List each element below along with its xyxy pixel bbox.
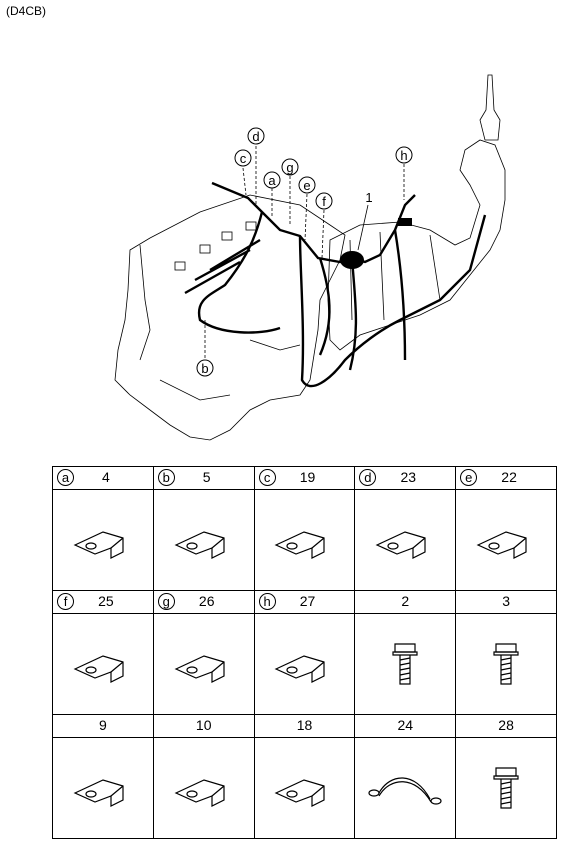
part-header-23: d 23 (354, 466, 457, 490)
part-number: 2 (401, 593, 410, 609)
part-illustration (354, 489, 457, 591)
part-header-24: 24 (354, 714, 457, 738)
bracket-icon (255, 510, 355, 570)
part-illustration (52, 737, 154, 839)
part-number: 4 (102, 469, 110, 485)
callout-letter: c (258, 469, 276, 486)
bracket-icon (355, 510, 455, 570)
callout-letter: h (258, 593, 276, 610)
part-illustration (253, 489, 356, 591)
part-illustration (152, 737, 255, 839)
part-illustration (455, 737, 557, 839)
part-illustration (354, 613, 457, 715)
part-illustration (455, 489, 557, 591)
part-header-25: f 25 (52, 590, 154, 614)
bracket-icon (154, 510, 254, 570)
part-number: 3 (502, 593, 510, 609)
callout-a: a (268, 173, 276, 188)
shift-lever (479, 74, 501, 141)
part-header-9: 9 (52, 714, 154, 738)
bolt-icon (456, 758, 556, 818)
part-number: 28 (498, 717, 514, 733)
bracket-icon (154, 634, 254, 694)
part-number: 19 (299, 469, 316, 485)
part-illustration (152, 489, 255, 591)
bracket-icon (53, 758, 153, 818)
callout-main-harness: 1 (365, 190, 372, 205)
callout-letter: f (57, 593, 74, 610)
part-illustration (152, 613, 255, 715)
part-number: 9 (99, 717, 107, 733)
ground-strap-icon (355, 763, 455, 813)
part-header-18: 18 (253, 714, 356, 738)
model-code: (D4CB) (6, 4, 47, 18)
engine-block-outline (114, 194, 346, 441)
callout-h: h (400, 148, 407, 163)
callout-e: e (303, 178, 310, 193)
part-header-10: 10 (152, 714, 255, 738)
bracket-icon (255, 758, 355, 818)
part-header-2: 2 (354, 590, 457, 614)
part-header-28: 28 (455, 714, 557, 738)
callout-letter: d (359, 469, 377, 486)
callout-f: f (322, 194, 326, 209)
bracket-icon (456, 510, 556, 570)
callout-g: g (286, 160, 293, 175)
part-number: 18 (296, 717, 313, 733)
callout-b: b (201, 361, 208, 376)
transmission-outline (327, 139, 506, 351)
callout-letter: b (157, 469, 175, 486)
part-illustration (455, 613, 557, 715)
part-number: 24 (397, 717, 414, 733)
bracket-icon (255, 634, 355, 694)
part-header-26: g 26 (152, 590, 255, 614)
part-header-22: e 22 (455, 466, 557, 490)
callout-letter: a (57, 469, 74, 486)
part-number: 26 (198, 593, 215, 609)
part-illustration (253, 737, 356, 839)
part-header-3: 3 (455, 590, 557, 614)
bracket-icon (53, 634, 153, 694)
part-header-19: c 19 (253, 466, 356, 490)
part-illustration (52, 613, 154, 715)
callout-d: d (252, 129, 259, 144)
bolt-icon (456, 634, 556, 694)
callout-c: c (240, 151, 247, 166)
bracket-icon (53, 510, 153, 570)
part-illustration (52, 489, 154, 591)
part-number: 5 (202, 469, 211, 485)
part-number: 22 (501, 469, 517, 485)
part-number: 27 (299, 593, 316, 609)
part-number: 23 (400, 469, 417, 485)
part-illustration (354, 737, 457, 839)
bracket-icon (154, 758, 254, 818)
callout-letter: g (157, 593, 175, 610)
part-header-27: h 27 (253, 590, 356, 614)
part-number: 10 (195, 717, 212, 733)
wiring-harness-diagram: d c a g e f h b 1 (114, 74, 506, 441)
wiring-harness (184, 181, 487, 388)
part-number: 25 (98, 593, 114, 609)
harness-connector (340, 251, 364, 269)
bolt-icon (355, 634, 455, 694)
injector-studs (174, 221, 257, 271)
part-illustration (253, 613, 356, 715)
callout-letter: e (460, 469, 478, 486)
